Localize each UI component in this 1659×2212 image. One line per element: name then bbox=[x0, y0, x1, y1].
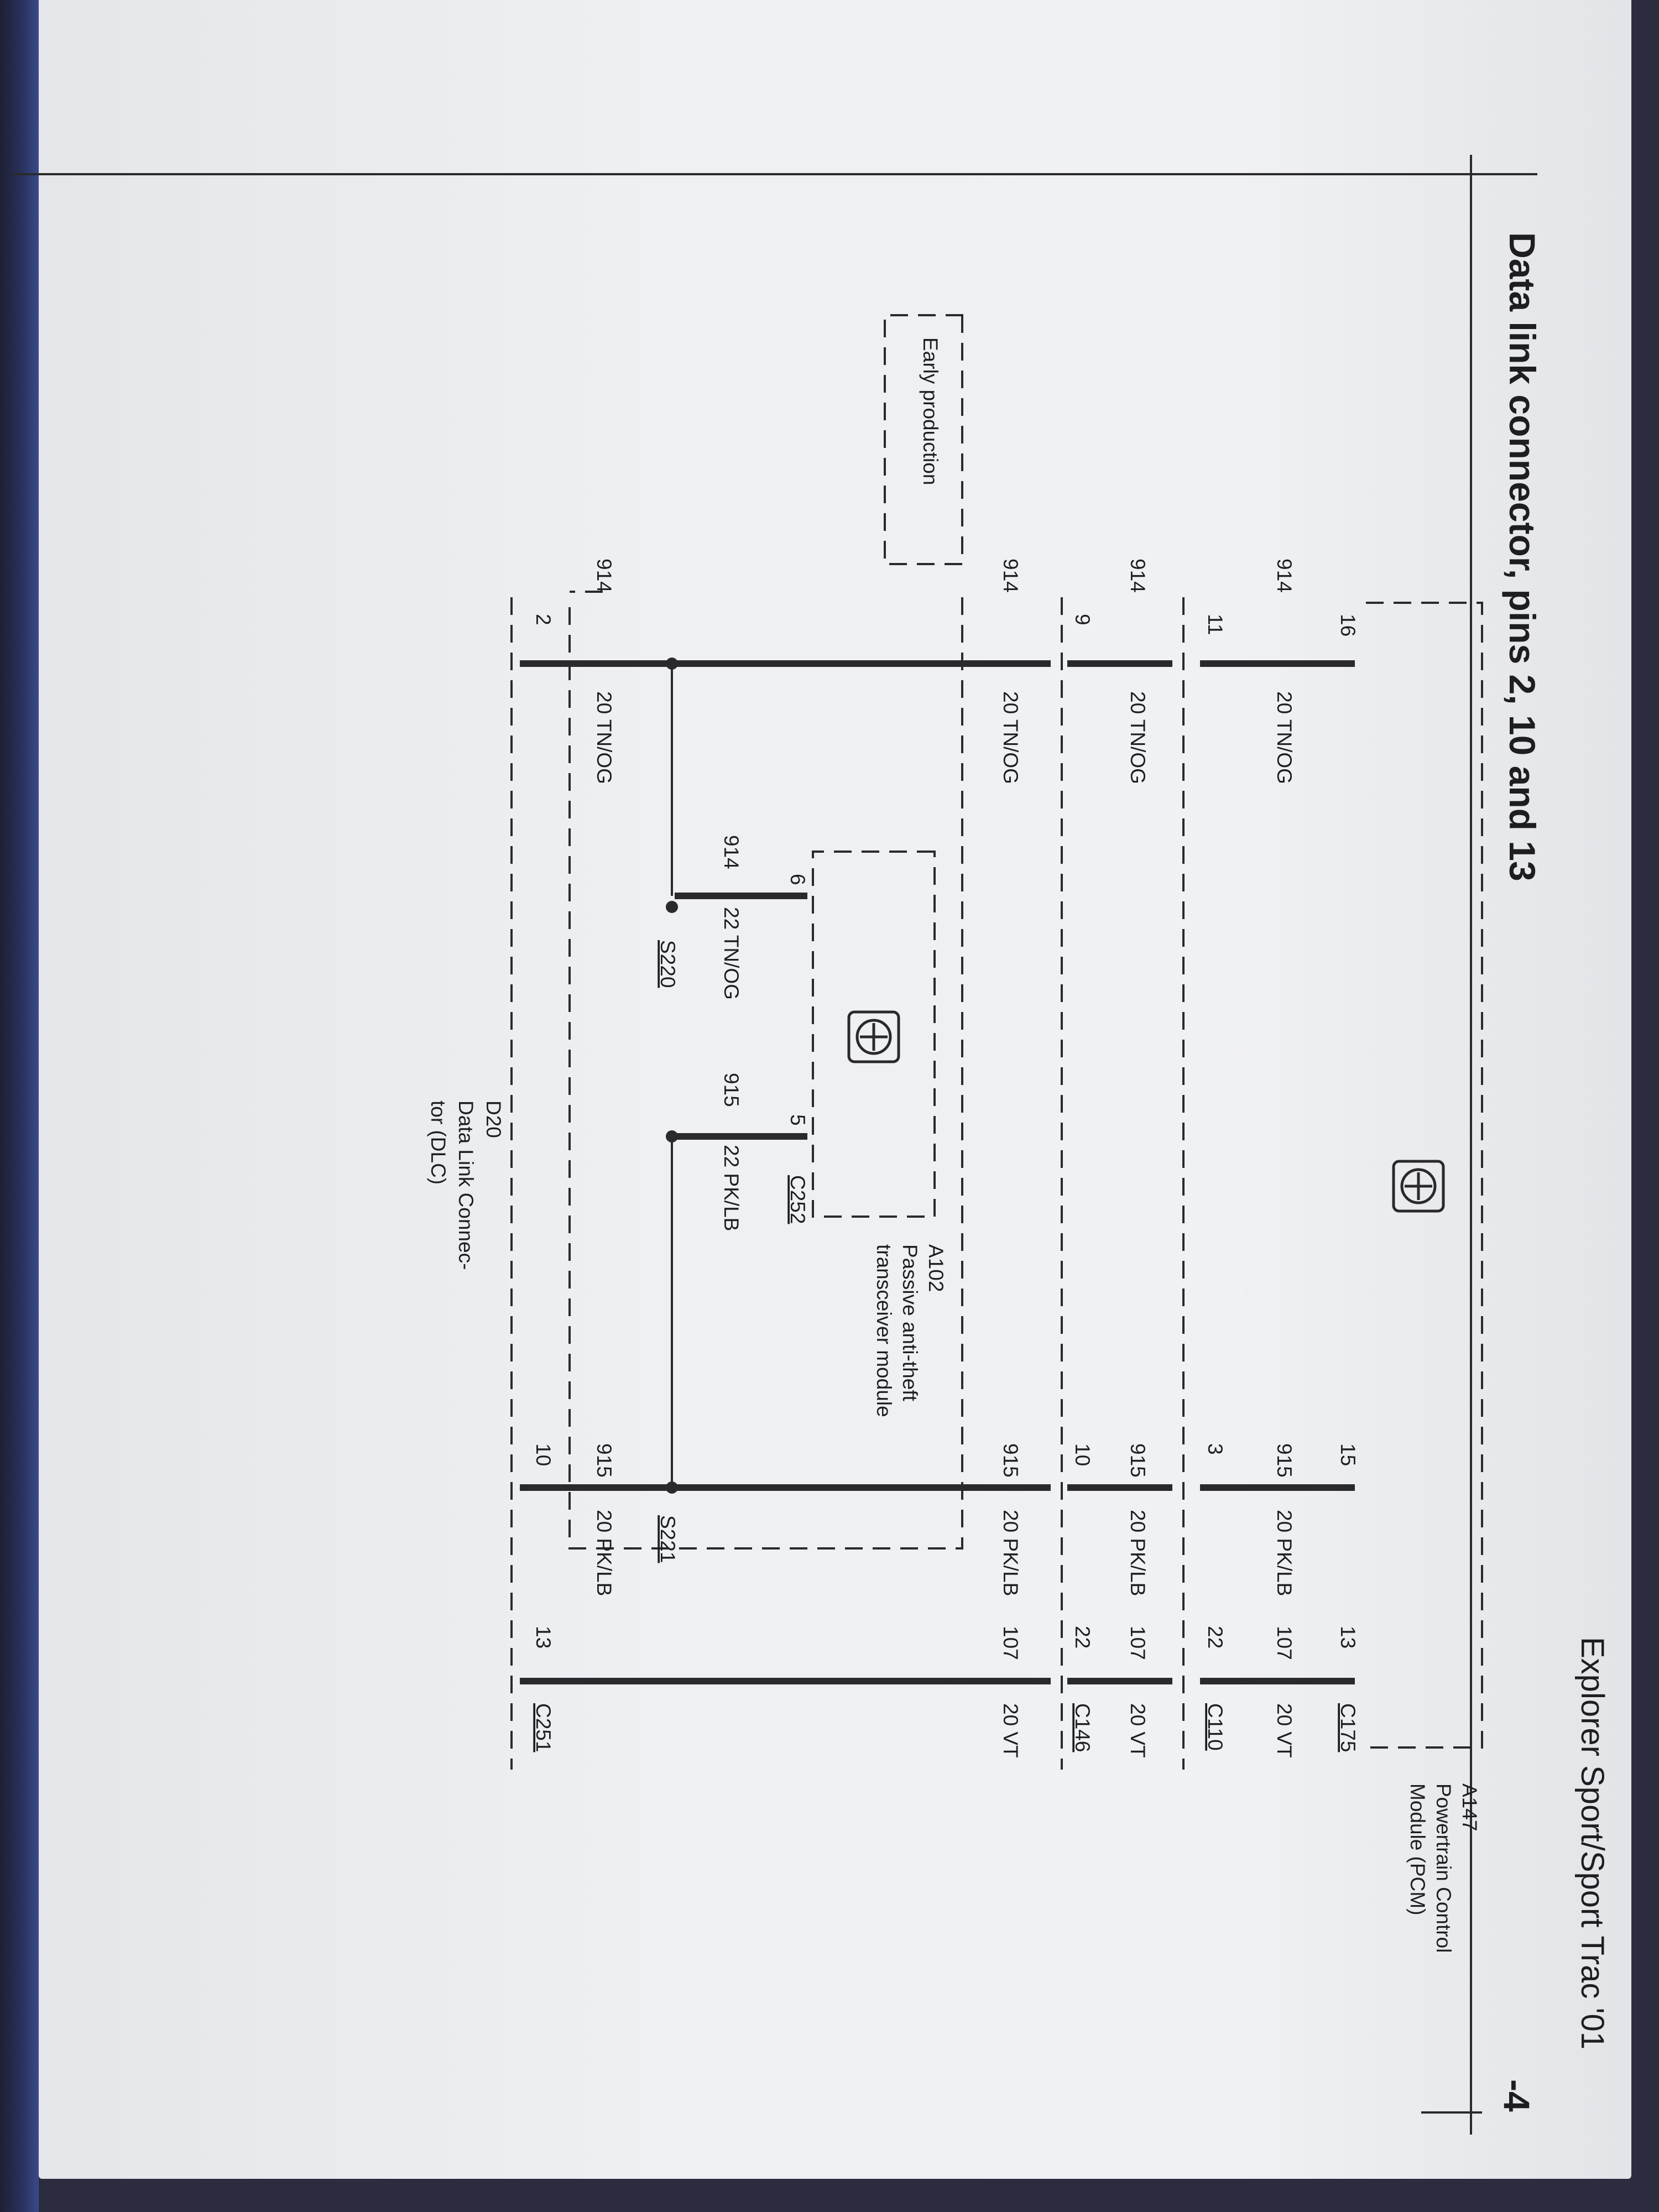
pats-name-line2: transceiver module bbox=[873, 1244, 895, 1417]
page-title: Data link connector, pins 2, 10 and 13 bbox=[1502, 232, 1543, 881]
wire-915-spec-2: 20 PK/LB bbox=[1126, 1510, 1149, 1596]
c251-pin-10: 10 bbox=[532, 1443, 555, 1466]
c146-label: C146 bbox=[1071, 1703, 1094, 1752]
c175-label: C175 bbox=[1337, 1703, 1359, 1752]
c252-pin-6: 6 bbox=[786, 874, 809, 885]
early-production-region bbox=[568, 597, 963, 1550]
dlc-914-circuit: 914 bbox=[593, 559, 615, 593]
early-production-label: Early production bbox=[919, 337, 942, 485]
c251-pin-13: 13 bbox=[532, 1626, 555, 1648]
c251-pin-2: 2 bbox=[532, 614, 555, 625]
dlc-name-line1: Data Link Connec- bbox=[455, 1100, 477, 1270]
wire-914-spec-3: 20 TN/OG bbox=[999, 691, 1022, 784]
pcm-id: A147 bbox=[1458, 1783, 1481, 1831]
early-production-legend-box bbox=[884, 314, 963, 565]
pats-name-line1: Passive anti-theft bbox=[899, 1244, 921, 1402]
wire-107-spec-2: 20 VT bbox=[1126, 1703, 1149, 1758]
pcm-module-box bbox=[1366, 602, 1483, 1749]
c146-pin-22: 22 bbox=[1071, 1626, 1094, 1648]
wire-107-spec: 20 VT bbox=[1273, 1703, 1296, 1758]
dlc-id: D20 bbox=[482, 1100, 505, 1138]
wire-914-spec-2: 20 TN/OG bbox=[1126, 691, 1149, 784]
dlc-914-spec: 20 TN/OG bbox=[593, 691, 615, 784]
c110-pin-3: 3 bbox=[1204, 1443, 1227, 1455]
wire-915-spec-3: 20 PK/LB bbox=[999, 1510, 1022, 1596]
s221-label: S221 bbox=[656, 1515, 679, 1563]
dlc-name-line2: tor (DLC) bbox=[427, 1100, 450, 1185]
dlc-915-circuit: 915 bbox=[593, 1443, 615, 1478]
wire-914-circuit: 914 bbox=[1273, 559, 1296, 593]
c175-pin-13: 13 bbox=[1337, 1626, 1359, 1648]
wire-915-circuit-3: 915 bbox=[999, 1443, 1022, 1478]
module-network-icon bbox=[1392, 1160, 1445, 1213]
book-binding bbox=[0, 0, 39, 2212]
branch-915-spec: 22 PK/LB bbox=[720, 1145, 743, 1231]
c175-pin-15: 15 bbox=[1337, 1443, 1359, 1466]
pcm-name-line2: Module (PCM) bbox=[1406, 1783, 1429, 1916]
branch-915-circuit: 915 bbox=[720, 1073, 743, 1107]
wire-107-circuit-2: 107 bbox=[1126, 1626, 1149, 1660]
module-network-icon bbox=[847, 1010, 900, 1063]
wire-107-spec-3: 20 VT bbox=[999, 1703, 1022, 1758]
c251-label: C251 bbox=[532, 1703, 555, 1752]
footer-model: Explorer Sport/Sport Trac '01 bbox=[1574, 1637, 1610, 2049]
dlc-915-spec: 20 PK/LB bbox=[593, 1510, 615, 1596]
s220-dot-b bbox=[666, 901, 678, 913]
manual-page bbox=[39, 0, 1631, 2179]
wire-107-circuit-3: 107 bbox=[999, 1626, 1022, 1660]
c110-pin-22: 22 bbox=[1204, 1626, 1227, 1648]
c252-label: C252 bbox=[786, 1175, 809, 1224]
pats-module-box bbox=[812, 851, 936, 1218]
pcm-name-line1: Powertrain Control bbox=[1432, 1783, 1455, 1953]
s220-label: S220 bbox=[656, 940, 679, 988]
wire-107-circuit: 107 bbox=[1273, 1626, 1296, 1660]
c146-pin-10: 10 bbox=[1071, 1443, 1094, 1466]
wire-915-circuit-2: 915 bbox=[1126, 1443, 1149, 1478]
branch-914-circuit: 914 bbox=[720, 835, 743, 869]
c146-pin-9: 9 bbox=[1071, 614, 1094, 625]
wire-915-spec: 20 PK/LB bbox=[1273, 1510, 1296, 1596]
c110-label: C110 bbox=[1204, 1703, 1227, 1751]
wire-914-spec: 20 TN/OG bbox=[1273, 691, 1296, 784]
c252-pin-5: 5 bbox=[786, 1114, 809, 1126]
c175-pin-16: 16 bbox=[1337, 614, 1359, 637]
c110-pin-11: 11 bbox=[1204, 614, 1227, 635]
wire-914-circuit-3: 914 bbox=[999, 559, 1022, 593]
wire-914-circuit-2: 914 bbox=[1126, 559, 1149, 593]
wire-915-circuit: 915 bbox=[1273, 1443, 1296, 1478]
page-marker: -4 bbox=[1496, 2079, 1537, 2112]
branch-914-spec: 22 TN/OG bbox=[720, 907, 743, 1000]
s221-dot-a bbox=[666, 1130, 678, 1142]
pats-id: A102 bbox=[925, 1244, 947, 1292]
